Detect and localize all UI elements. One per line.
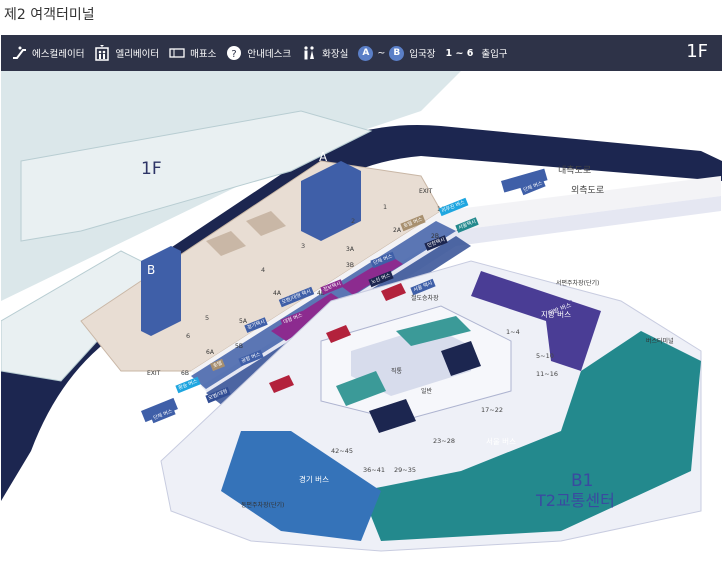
escalator-icon xyxy=(13,46,26,59)
shuttle-bus-badge-top xyxy=(500,168,548,193)
escalator-b1-3 xyxy=(269,375,294,393)
legend-ticket: 매표소 xyxy=(169,45,216,61)
legend-gates: A ~ B 입국장 xyxy=(358,45,436,61)
gate-b-tower xyxy=(141,246,181,336)
stairs-2 xyxy=(246,211,286,236)
bus-terminal-label: 버스터미널 xyxy=(646,338,674,345)
bus-num-4: 17~22 xyxy=(481,406,503,414)
stop-2b: 2B xyxy=(431,233,439,240)
gate-a-label: A xyxy=(319,150,328,164)
page-title: 제2 여객터미널 xyxy=(4,7,95,23)
legend-exit-range: 1 ~ 6 xyxy=(445,47,474,59)
legend-exit-label: 출입구 xyxy=(481,49,508,60)
taxi-zone-2 xyxy=(341,256,403,295)
region-bus-zone xyxy=(471,271,601,371)
exit-label-2: EXIT xyxy=(147,370,161,377)
legend-floor-label: 1F xyxy=(686,41,708,62)
escalator-b1-1 xyxy=(381,283,406,301)
metro-label: 철도승차장 xyxy=(411,295,439,302)
road-strip-2 xyxy=(201,196,721,401)
legend-ticket-label: 매표소 xyxy=(190,49,217,60)
svg-text:?: ? xyxy=(232,49,237,60)
terminal-map: 1F B1 T2교통센터 A B 내측도로 외측도로 EXIT EXIT 1 2… xyxy=(1,71,722,582)
outer-road-label: 외측도로 xyxy=(571,186,605,196)
bus-num-3: 11~16 xyxy=(536,370,558,378)
stairs-1 xyxy=(206,231,246,256)
exit-label-1: EXIT xyxy=(419,188,433,195)
road-strip xyxy=(191,176,721,386)
legend-tilde: ~ xyxy=(377,47,386,59)
door-1: 1 xyxy=(383,203,388,211)
restroom-icon xyxy=(304,46,315,60)
station-general-label: 일반 xyxy=(421,388,433,395)
seoul-bus-label: 서울 버스 xyxy=(486,437,516,446)
bus-num-1: 1~4 xyxy=(506,328,520,336)
legend-bar: 에스컬레이터 엘리베이터 매표소 ? 안내데스크 화장실 A ~ B 입국장 1… xyxy=(1,35,722,71)
door-2: 2 xyxy=(351,217,356,225)
b1-name-label: T2교통센터 xyxy=(536,491,615,510)
legend-restroom: 화장실 xyxy=(301,45,348,61)
door-4: 4 xyxy=(261,266,266,274)
legend-elevator-label: 엘리베이터 xyxy=(115,49,160,60)
ticket-icon xyxy=(169,48,185,58)
legend-escalator-label: 에스컬레이터 xyxy=(32,49,85,60)
escalator-b1-2 xyxy=(326,325,351,343)
bus-num-6: 29~35 xyxy=(394,466,416,474)
info-desk-icon: ? xyxy=(227,46,242,60)
stop-6b: 6B xyxy=(181,370,189,377)
gate-b-badge: B xyxy=(389,45,405,61)
parking-south-label: 동편주차장(단기) xyxy=(241,502,285,509)
floor-b1-label: B1 xyxy=(571,471,594,491)
legend-escalator: 에스컬레이터 xyxy=(11,45,84,61)
gate-a-tower xyxy=(301,161,361,241)
legend-elevator: 엘리베이터 xyxy=(94,45,159,61)
door-5: 5 xyxy=(205,314,210,322)
train-platform xyxy=(396,316,471,346)
dark-block-2 xyxy=(369,399,416,433)
seoul-bus-zone xyxy=(361,331,701,541)
station-inner xyxy=(351,326,471,396)
train-platform-2 xyxy=(336,371,386,406)
legend-exits: 1 ~ 6 출입구 xyxy=(445,46,508,61)
station-direct-label: 직통 xyxy=(391,368,403,375)
stop-2a: 2A xyxy=(393,227,401,234)
inner-road-label: 내측도로 xyxy=(558,166,592,176)
elevator-icon xyxy=(95,45,110,61)
stop-3a: 3A xyxy=(346,246,354,253)
bus-num-8: 42~45 xyxy=(331,447,353,455)
stop-3b: 3B xyxy=(346,262,354,269)
door-3: 3 xyxy=(301,242,306,250)
stop-5a: 5A xyxy=(239,318,247,325)
stop-4a: 4A xyxy=(273,290,281,297)
north-pier xyxy=(20,110,373,242)
bus-num-2: 5~10 xyxy=(536,352,554,360)
stop-4b: 4B xyxy=(317,290,325,297)
stop-6a: 6A xyxy=(206,349,214,356)
gyeonggi-bus-label: 경기 버스 xyxy=(299,475,329,484)
floor-1f-label: 1F xyxy=(141,159,162,179)
region-bus-label: 지방 버스 xyxy=(541,310,571,319)
stop-5b: 5B xyxy=(235,343,243,350)
legend-info-label: 안내데스크 xyxy=(247,49,292,60)
gate-b-label: B xyxy=(147,263,156,277)
shuttle-bus-badge-left xyxy=(141,397,178,423)
parking-north-label: 서편주차장(단기) xyxy=(556,280,600,287)
dark-block-1 xyxy=(441,341,481,376)
gyeonggi-bus-zone xyxy=(221,431,381,541)
legend-restroom-label: 화장실 xyxy=(322,49,349,60)
bus-num-7: 36~41 xyxy=(363,466,385,474)
map-graphic xyxy=(1,71,722,582)
door-6: 6 xyxy=(186,332,191,340)
legend-gates-label: 입국장 xyxy=(409,49,436,60)
gate-a-badge: A xyxy=(358,45,374,61)
legend-info: ? 안내데스크 xyxy=(226,45,291,61)
bus-num-5: 23~28 xyxy=(433,437,455,445)
